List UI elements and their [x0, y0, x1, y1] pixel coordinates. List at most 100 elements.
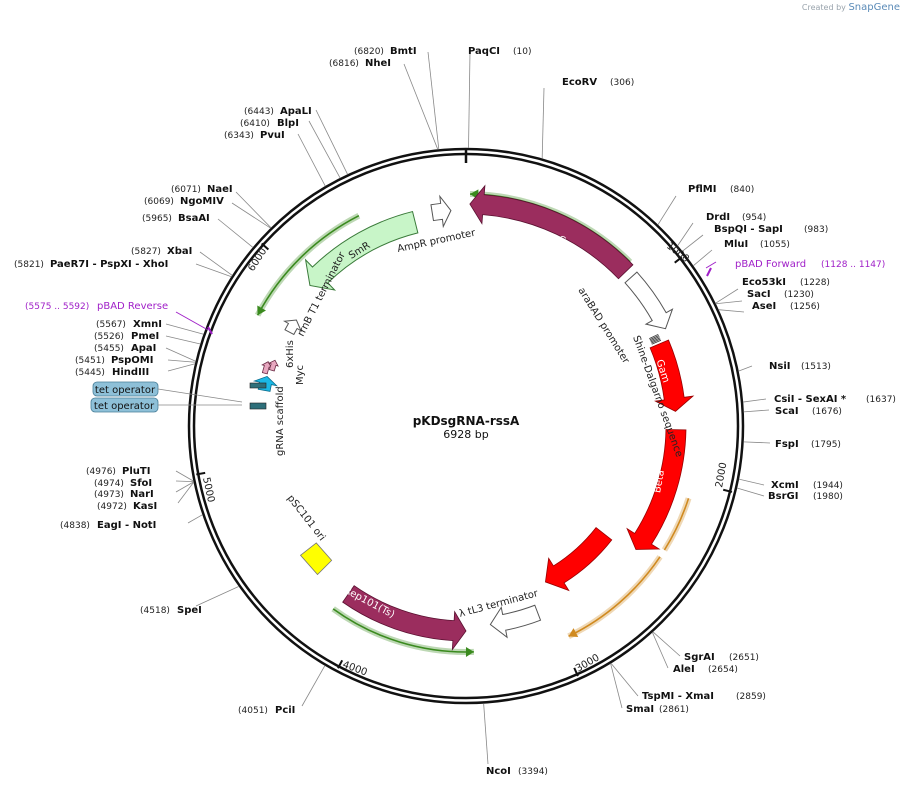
pbad-forward-label: pBAD Forward [735, 259, 806, 270]
smr-orf-arc [256, 215, 360, 316]
ruler-tick [722, 488, 733, 493]
site-name[interactable]: BspQI - SapI [714, 224, 783, 235]
site-name[interactable]: PluTI [122, 466, 150, 477]
his-tag-arrow[interactable] [261, 361, 273, 375]
site-leader [195, 586, 240, 607]
site-name[interactable]: DrdI [706, 212, 730, 223]
psc101-ori-box[interactable] [299, 542, 333, 576]
site-name[interactable]: AleI [673, 664, 695, 675]
rep101-arrow[interactable] [342, 585, 467, 651]
arabad-promoter-arrow[interactable] [624, 271, 674, 330]
sd-hash-line [650, 337, 661, 343]
sd-hash-line [649, 333, 659, 339]
rrnb-terminator-arrow[interactable] [282, 319, 303, 336]
site-pos: (5965) [142, 214, 172, 224]
site-name[interactable]: TspMI - XmaI [642, 691, 714, 702]
site-name[interactable]: SpeI [177, 605, 202, 616]
site-name[interactable]: AseI [752, 301, 776, 312]
site-pos: (983) [804, 225, 828, 235]
site-leader [743, 441, 771, 444]
label-6xhis: 6xHis [285, 340, 296, 368]
site-pos: (1228) [800, 278, 830, 288]
ruler-tick [196, 471, 206, 476]
site-name[interactable]: PmeI [131, 331, 159, 342]
site-name[interactable]: PflMI [688, 184, 716, 195]
site-pos: (6343) [224, 131, 254, 141]
site-name[interactable]: NaeI [207, 184, 233, 195]
site-leader [427, 51, 440, 150]
tl3-terminator-arrow[interactable] [489, 604, 542, 639]
site-leader [231, 202, 271, 229]
operator-box-2 [249, 402, 267, 410]
site-name[interactable]: PvuI [260, 130, 285, 141]
site-name[interactable]: KasI [133, 501, 157, 512]
site-pos: (10) [513, 47, 531, 57]
pbad-forward-range: (1128 .. 1147) [821, 260, 885, 270]
smr-arrow[interactable] [304, 210, 419, 291]
site-pos: (2859) [736, 692, 766, 702]
site-name[interactable]: BsrGI [768, 491, 798, 502]
site-name[interactable]: Eco53kI [742, 277, 786, 288]
backbone-outer [187, 147, 745, 705]
credit-prefix: Created by [801, 3, 846, 12]
site-name[interactable]: PspOMI [111, 355, 153, 366]
site-pos: (4976) [86, 467, 116, 477]
site-name[interactable]: SacI [747, 289, 771, 300]
label-exo: Exo [545, 539, 566, 559]
site-name[interactable]: NsiI [769, 361, 790, 372]
site-name[interactable]: ApaI [131, 343, 156, 354]
gam-arrow[interactable] [649, 339, 695, 412]
label-grna-scaffold: gRNA scaffold [275, 386, 286, 456]
ampr-promoter-arrow[interactable] [430, 194, 452, 229]
site-name[interactable]: PaeR7I - PspXI - XhoI [50, 259, 168, 270]
site-leader [177, 481, 195, 504]
ruler-tick [674, 256, 683, 264]
site-name[interactable]: NheI [365, 58, 391, 69]
site-name[interactable]: NgoMIV [180, 196, 224, 207]
site-name[interactable]: MluI [724, 239, 748, 250]
site-name[interactable]: SmaI [626, 704, 654, 715]
site-leader [677, 222, 694, 246]
site-name[interactable]: FspI [775, 439, 799, 450]
site-leader [175, 470, 194, 482]
exo-arrow[interactable] [545, 527, 613, 592]
site-name[interactable]: ScaI [775, 406, 799, 417]
arac-arrow[interactable] [469, 184, 634, 280]
site-name[interactable]: NcoI [486, 766, 511, 777]
pbad-reverse-label: pBAD Reverse [97, 301, 168, 312]
ruler-tick [573, 667, 579, 677]
site-name[interactable]: BsaAI [178, 213, 210, 224]
sd-hash-line [651, 339, 662, 345]
site-leader [468, 51, 471, 149]
site-pos: (3394) [518, 767, 548, 777]
site-name[interactable]: EagI - NotI [97, 520, 156, 531]
site-name[interactable]: SgrAI [684, 652, 715, 663]
site-name[interactable]: XbaI [167, 246, 192, 257]
his-tag-arrow-2[interactable] [267, 359, 279, 372]
site-name[interactable]: NarI [130, 489, 154, 500]
tet-operator-label-2: tet operator [94, 401, 155, 412]
site-leader [187, 514, 203, 524]
credit: Created by SnapGene [802, 2, 900, 13]
site-name[interactable]: HindIII [112, 367, 149, 378]
site-name[interactable]: XmnI [133, 319, 162, 330]
site-pos: (5445) [75, 368, 105, 378]
site-pos: (6443) [244, 107, 274, 117]
site-name[interactable]: BlpI [277, 118, 299, 129]
site-name[interactable]: PciI [275, 705, 295, 716]
ruler-label: 2000 [714, 462, 729, 489]
site-leader [297, 133, 326, 187]
site-pos: (6071) [171, 185, 201, 195]
site-leader [651, 632, 669, 669]
beta-arrow[interactable] [626, 429, 687, 550]
site-name[interactable]: ApaLI [280, 106, 312, 117]
site-name[interactable]: PaqCI [468, 46, 500, 57]
site-name[interactable]: BmtI [390, 46, 417, 57]
site-name[interactable]: EcoRV [562, 77, 597, 88]
site-leader [167, 363, 196, 372]
site-pos: (5455) [94, 344, 124, 354]
site-name[interactable]: SfoI [130, 478, 152, 489]
site-pos: (4974) [94, 479, 124, 489]
site-name[interactable]: XcmI [771, 480, 799, 491]
site-name[interactable]: CsiI - SexAI * [774, 394, 847, 405]
